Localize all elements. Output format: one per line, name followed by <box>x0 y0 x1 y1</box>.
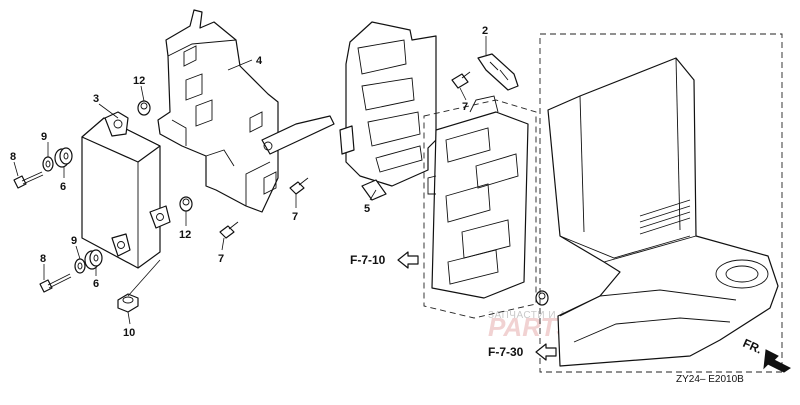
reference-f-7-10-label: F-7-10 <box>350 253 386 267</box>
bolt-8-upper[interactable] <box>13 171 44 189</box>
part-10-grommet[interactable] <box>117 293 139 313</box>
callout-7-middle: 7 <box>462 101 468 113</box>
front-direction-indicator: FR. <box>741 336 791 373</box>
part-2-clip[interactable] <box>477 53 519 91</box>
part-4-bracket[interactable] <box>157 9 335 213</box>
washer-9-upper[interactable] <box>42 156 54 172</box>
tray-grommet[interactable] <box>535 290 549 306</box>
arrow-left-icon <box>397 251 419 269</box>
callout-6-upper: 6 <box>60 181 66 193</box>
callout-10: 10 <box>123 327 135 339</box>
callout-7-right: 7 <box>292 211 298 223</box>
callout-12-upper: 12 <box>133 75 145 87</box>
washer-9-lower[interactable] <box>74 258 86 274</box>
cover-duct[interactable] <box>547 57 779 367</box>
front-arrow-icon <box>763 349 791 373</box>
reference-f-7-30-label: F-7-30 <box>488 345 524 359</box>
part-12-collar-upper[interactable] <box>137 100 151 116</box>
electrical-tray[interactable] <box>427 95 529 299</box>
part-12-collar-lower[interactable] <box>179 196 193 212</box>
bolt-8-lower[interactable] <box>39 273 72 293</box>
assembly-dashed-box <box>423 99 537 319</box>
leader-lines <box>13 36 487 325</box>
reference-f-7-10[interactable]: F-7-10 <box>350 251 419 269</box>
callout-8-upper: 8 <box>10 151 16 163</box>
bolt-7-b[interactable] <box>289 177 309 195</box>
bolt-7-a[interactable] <box>219 221 239 239</box>
cover-dashed-box <box>539 33 783 373</box>
callout-9-upper: 9 <box>41 131 47 143</box>
arrow-left-icon <box>535 343 557 361</box>
part-3-control-box[interactable] <box>81 111 171 269</box>
callout-2: 2 <box>482 25 488 37</box>
callout-9-lower: 9 <box>71 235 77 247</box>
callout-3: 3 <box>93 93 99 105</box>
callout-5: 5 <box>364 203 370 215</box>
callout-8-lower: 8 <box>40 253 46 265</box>
bolt-7-c[interactable] <box>451 71 471 89</box>
callout-7-left: 7 <box>218 253 224 265</box>
part-5-frame[interactable] <box>339 21 437 201</box>
grommet-6-upper[interactable] <box>54 147 73 168</box>
grommet-6-lower[interactable] <box>84 249 103 270</box>
diagram-code: ZY24– E2010B <box>676 374 744 385</box>
callouts: 2 3 4 5 6 6 7 7 7 8 8 9 9 10 12 12 <box>10 25 488 339</box>
callout-12-lower: 12 <box>179 229 191 241</box>
reference-f-7-30[interactable]: F-7-30 <box>488 343 557 361</box>
callout-4: 4 <box>256 55 263 67</box>
fr-label: FR. <box>741 336 764 357</box>
callout-6-lower: 6 <box>93 278 99 290</box>
